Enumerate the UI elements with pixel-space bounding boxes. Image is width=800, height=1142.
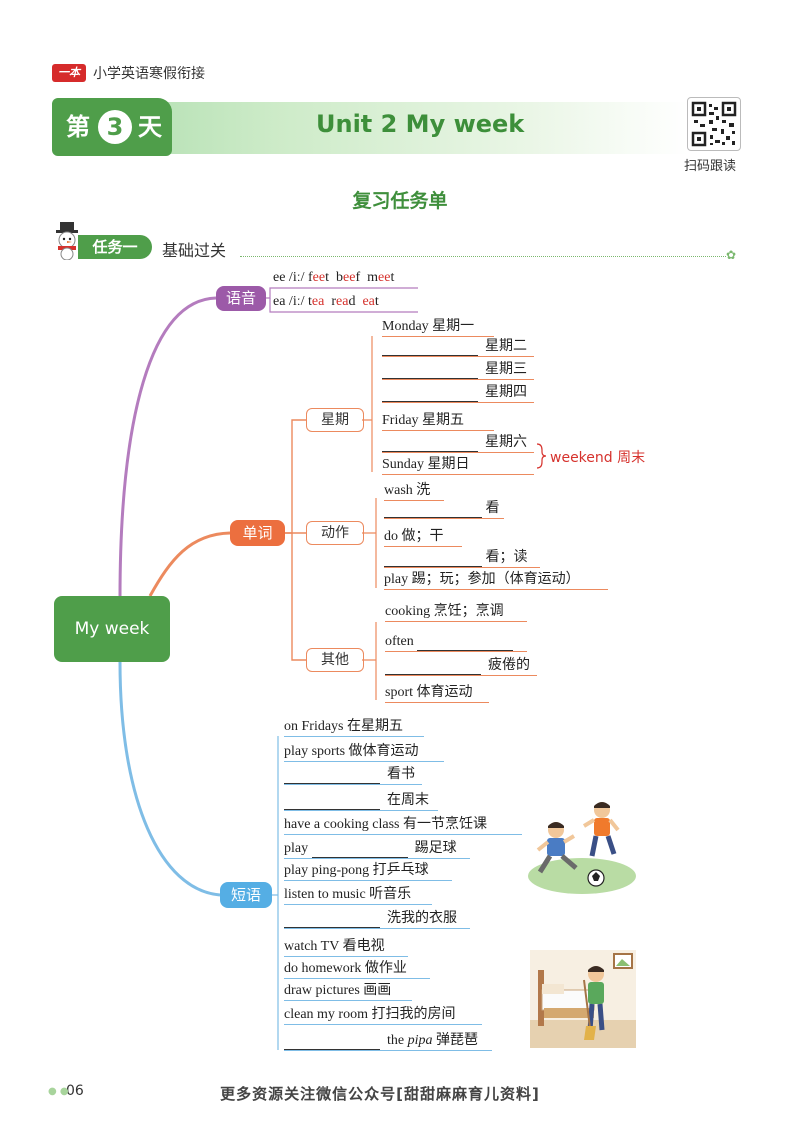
days-node: 星期 xyxy=(306,408,364,432)
action-item: play 踢；玩；参加（体育运动） xyxy=(384,571,608,590)
phrase-item: 在周末 xyxy=(284,792,438,811)
qr-caption: 扫码跟读 xyxy=(684,159,737,174)
qr-code-icon xyxy=(691,101,737,147)
others-node: 其他 xyxy=(306,648,364,672)
page-number: 06 xyxy=(66,1083,84,1099)
snowman-icon xyxy=(50,220,84,261)
actions-node: 动作 xyxy=(306,521,364,545)
other-item: often xyxy=(385,633,527,652)
day-number: 3 xyxy=(98,110,132,144)
day-item: Friday 星期五 xyxy=(382,412,494,431)
task-label: 任务一 xyxy=(78,235,152,259)
day-suffix: 天 xyxy=(138,113,162,141)
series-title: 小学英语寒假衔接 xyxy=(93,66,205,82)
phrases-node: 短语 xyxy=(220,882,272,908)
phrase-item: the pipa 弹琵琶 xyxy=(284,1032,492,1051)
center-node: My week xyxy=(54,596,170,662)
day-item: 星期四 xyxy=(382,384,534,403)
day-prefix: 第 xyxy=(66,113,90,141)
room-illustration xyxy=(530,950,636,1048)
phonics-line-ee: ee /iː/ feet beef meet xyxy=(273,270,395,285)
task-title: 基础过关 xyxy=(162,241,227,260)
other-item: 疲倦的 xyxy=(385,657,537,676)
day-item: 星期六 xyxy=(382,434,534,453)
footer-dots: ● ● xyxy=(48,1086,69,1097)
qr-code[interactable] xyxy=(687,97,741,151)
action-item: 看；读 xyxy=(384,549,540,568)
phrase-item: draw pictures 画画 xyxy=(284,982,412,1001)
phrase-item: listen to music 听音乐 xyxy=(284,886,432,905)
footer-promo: 更多资源关注微信公众号[甜甜麻麻育儿资料] xyxy=(220,1085,540,1103)
weekend-note: weekend 周末 xyxy=(550,450,646,466)
phrase-item: have a cooking class 有一节烹饪课 xyxy=(284,816,522,835)
phrase-item: clean my room 打扫我的房间 xyxy=(284,1006,482,1025)
phrase-item: play ping-pong 打乒乓球 xyxy=(284,862,452,881)
phrase-item: watch TV 看电视 xyxy=(284,938,408,957)
day-item: 星期二 xyxy=(382,338,534,357)
action-item: 看 xyxy=(384,500,504,519)
task-divider xyxy=(240,256,726,257)
day-item: Sunday 星期日 xyxy=(382,456,534,475)
phonics-line-ea: ea /iː/ tea read eat xyxy=(273,294,379,309)
day-item: Monday 星期一 xyxy=(382,318,494,337)
words-node: 单词 xyxy=(230,520,285,546)
phrase-item: play 踢足球 xyxy=(284,840,470,859)
phrase-item: 看书 xyxy=(284,766,422,785)
phrase-item: play sports 做体育运动 xyxy=(284,743,444,762)
unit-title: Unit 2 My week xyxy=(316,110,525,138)
action-item: do 做；干 xyxy=(384,528,462,547)
brand-badge: 一本 xyxy=(52,64,86,82)
phrase-item: on Fridays 在星期五 xyxy=(284,718,424,737)
soccer-illustration xyxy=(526,796,636,896)
phonics-node: 语音 xyxy=(216,286,266,311)
action-item: wash 洗 xyxy=(384,482,444,501)
page-title: 复习任务单 xyxy=(352,190,448,212)
other-item: cooking 烹饪；烹调 xyxy=(385,603,527,622)
day-item: 星期三 xyxy=(382,361,534,380)
phrase-item: 洗我的衣服 xyxy=(284,910,470,929)
phrase-item: do homework 做作业 xyxy=(284,960,430,979)
other-item: sport 体育运动 xyxy=(385,684,489,703)
day-badge: 第 3 天 xyxy=(52,98,172,156)
flower-icon: ✿ xyxy=(726,248,737,262)
